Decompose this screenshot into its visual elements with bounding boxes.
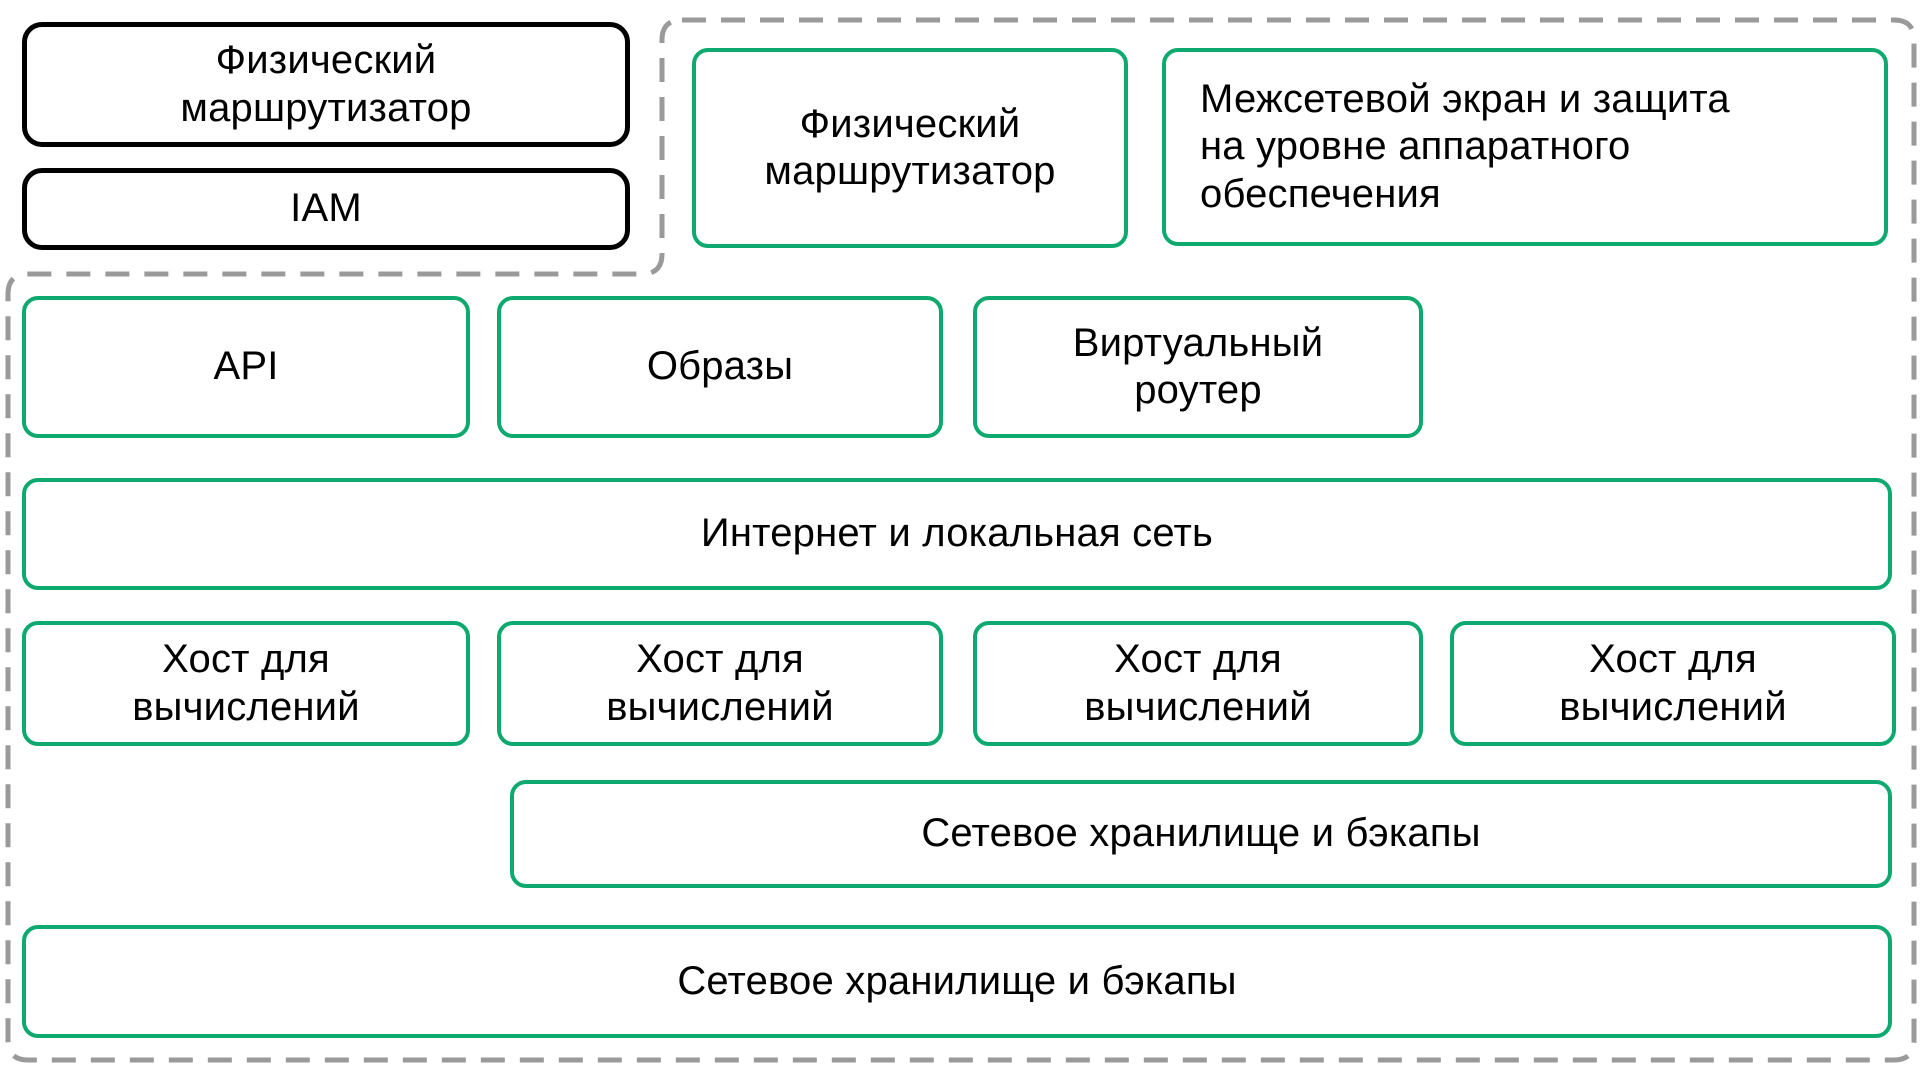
network-storage-backups-label-1: Сетевое хранилище и бэкапы [921,811,1481,856]
network-storage-backups-box-1: Сетевое хранилище и бэкапы [510,780,1892,888]
internet-lan-box: Интернет и локальная сеть [22,478,1892,590]
api-label: API [213,344,279,389]
iam-label: IAM [290,186,362,231]
compute-host-box-3: Хост для вычислений [973,621,1423,746]
images-label: Образы [646,344,794,389]
firewall-hardware-protection-label: Межсетевой экран и защита на уровне аппа… [1200,77,1730,216]
compute-host-label-1: Хост для вычислений [132,637,360,729]
iam-box: IAM [22,168,630,250]
network-storage-backups-box-2: Сетевое хранилище и бэкапы [22,925,1892,1038]
compute-host-box-2: Хост для вычислений [497,621,943,746]
images-box: Образы [497,296,943,438]
compute-host-label-4: Хост для вычислений [1559,637,1787,729]
compute-host-box-1: Хост для вычислений [22,621,470,746]
physical-router-cloud-label: Физический маршрутизатор [764,101,1056,193]
firewall-hardware-protection-box: Межсетевой экран и защита на уровне аппа… [1162,48,1888,246]
network-storage-backups-label-2: Сетевое хранилище и бэкапы [677,958,1237,1003]
physical-router-box-cloud: Физический маршрутизатор [692,48,1128,248]
virtual-router-label: Виртуальный роутер [1072,320,1324,412]
compute-host-box-4: Хост для вычислений [1450,621,1896,746]
compute-host-label-2: Хост для вычислений [606,637,834,729]
virtual-router-box: Виртуальный роутер [973,296,1423,438]
internet-lan-label: Интернет и локальная сеть [700,511,1214,556]
dashed-region-border [5,17,1917,1063]
physical-router-onprem-label: Физический маршрутизатор [180,38,472,130]
api-box: API [22,296,470,438]
physical-router-box-onprem: Физический маршрутизатор [22,22,630,147]
compute-host-label-3: Хост для вычислений [1084,637,1312,729]
